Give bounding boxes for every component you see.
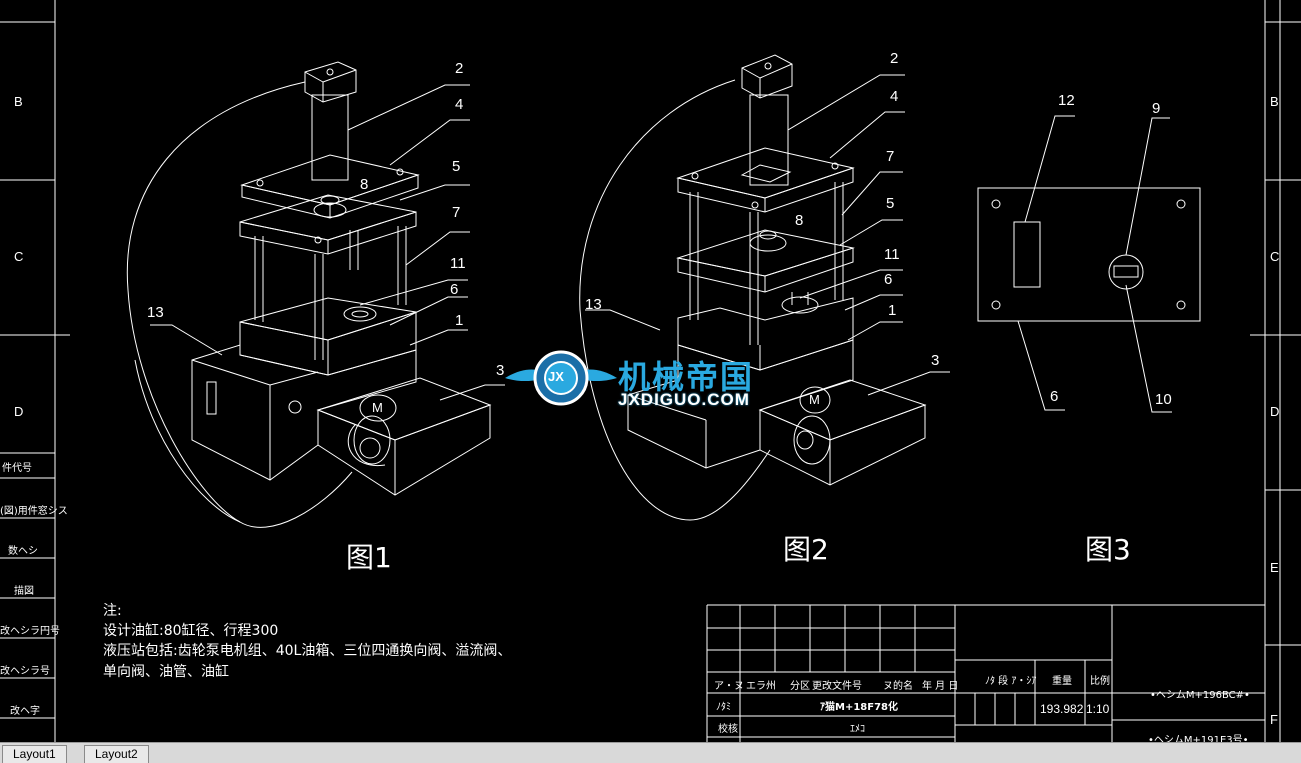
motor-symbol-fig1: M [372, 400, 383, 415]
scale-value: 1:10 [1086, 702, 1110, 716]
part-label-fig1: 8 [360, 176, 369, 193]
checker-row-label: 校核 [718, 724, 738, 735]
part-label-fig3: 9 [1152, 100, 1161, 117]
title-block-header-cell: 年 月 日 [922, 681, 959, 692]
title-block-header-cell: エラ州 [746, 681, 776, 692]
scale-label: 比例 [1090, 676, 1110, 687]
part-label-fig1: 13 [147, 304, 164, 321]
part-label-fig2: 8 [795, 212, 804, 229]
part-label-fig3: 10 [1155, 391, 1172, 408]
figure-3-caption: 图3 [1085, 533, 1131, 566]
figure-2-caption: 图2 [783, 533, 829, 566]
notes-title: 注: [103, 603, 122, 619]
drawing-name: •ヘシムM+196BC#• [1150, 690, 1250, 701]
weight-value: 193.982 [1040, 702, 1084, 716]
motor-symbol-fig2: M [809, 392, 820, 407]
part-label-fig2: 7 [886, 148, 895, 165]
part-label-fig2: 5 [886, 195, 895, 212]
cad-drawing-canvas[interactable] [0, 0, 1301, 742]
layout-tab-bar: Layout1 Layout2 [0, 742, 1301, 763]
zone-label-left-b: B [14, 94, 23, 109]
designer-row-label: ﾉﾀﾐ [716, 702, 731, 713]
designer-value: ｱ猫M+18F78化 [820, 702, 898, 713]
figure-1-caption: 图1 [346, 541, 392, 574]
part-label-fig2: 2 [890, 50, 899, 67]
watermark-chinese: 机械帝国 [618, 358, 755, 396]
part-label-fig2: 1 [888, 302, 897, 319]
part-label-fig1: 4 [455, 96, 464, 113]
left-panel-row: 件代号 [2, 463, 32, 474]
part-label-fig1: 5 [452, 158, 461, 175]
part-label-fig1: 7 [452, 204, 461, 221]
watermark-english: JXDIGUO.COM [618, 390, 750, 409]
notes-line: 设计油缸:80缸径、行程300 [103, 623, 279, 639]
left-panel-row: (図)用件窓シス [0, 506, 68, 517]
part-label-fig2: 13 [585, 296, 602, 313]
checker-value: ｴﾒｺ [850, 724, 865, 735]
title-block-header-cell: ア・ヌ [714, 681, 744, 692]
zone-label-left-c: C [14, 249, 24, 264]
part-label-fig1: 3 [496, 362, 505, 379]
part-label-fig2: 3 [931, 352, 940, 369]
title-block-header-cell: 分区 [790, 681, 810, 692]
drawing-code: •ヘシムM+191E3号• [1148, 735, 1249, 746]
tab-layout2[interactable]: Layout2 [84, 745, 149, 763]
notes-line: 液压站包括:齿轮泵电机组、40L油箱、三位四通换向阀、溢流阀、 [103, 643, 512, 659]
title-block-header-cell: ヌ的名 [883, 681, 913, 692]
watermark-gear-logo-icon [505, 350, 617, 406]
part-label-fig3: 12 [1058, 92, 1075, 109]
part-label-fig2: 4 [890, 88, 899, 105]
notes-line: 单向阀、油管、油缸 [103, 664, 229, 680]
watermark-badge: JX [548, 369, 564, 384]
zone-label-right-d: D [1270, 404, 1280, 419]
part-label-fig1: 1 [455, 312, 464, 329]
part-label-fig1: 2 [455, 60, 464, 77]
part-label-fig2: 11 [884, 246, 900, 263]
left-panel-row: 改ヘシラ号 [0, 666, 50, 677]
part-label-fig2: 6 [884, 271, 893, 288]
zone-label-right-b: B [1270, 94, 1279, 109]
part-label-fig1: 11 [450, 255, 466, 272]
title-block-header-cell: 更改文件号 [812, 681, 862, 692]
tab-layout1[interactable]: Layout1 [2, 745, 67, 763]
left-panel-row: 数ヘシ [8, 546, 38, 557]
left-panel-row: 描図 [14, 586, 34, 597]
stage-label: ﾉﾀ 段 ｱ・ｼｱ [985, 676, 1037, 687]
part-label-fig1: 6 [450, 281, 459, 298]
left-panel-row: 改ヘ字 [10, 706, 40, 717]
zone-label-right-f: F [1270, 712, 1278, 727]
part-label-fig3: 6 [1050, 388, 1059, 405]
zone-label-left-d: D [14, 404, 24, 419]
zone-label-right-e: E [1270, 560, 1279, 575]
left-panel-row: 改ヘシラ円号 [0, 626, 60, 637]
weight-label: 重量 [1052, 676, 1072, 687]
zone-label-right-c: C [1270, 249, 1280, 264]
